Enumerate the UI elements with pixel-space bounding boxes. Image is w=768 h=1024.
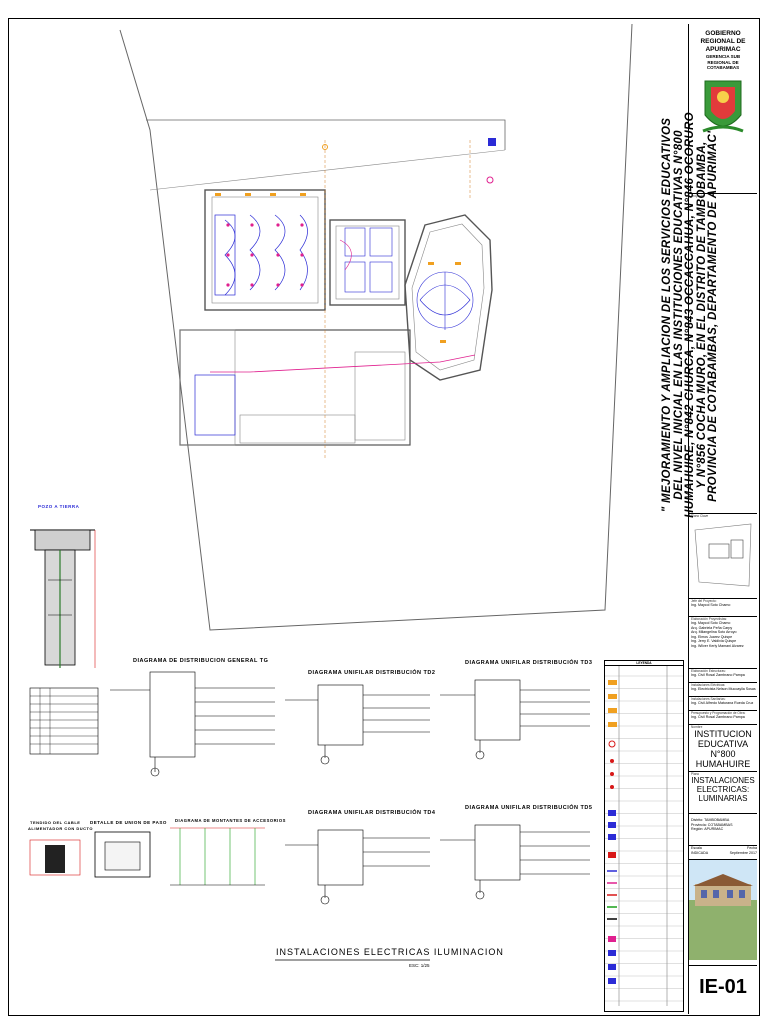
provincia-value: COTABAMBAS: [707, 822, 733, 827]
detalle-label: DETALLE DE UNION DE PASO: [90, 820, 167, 825]
plan-name: INSTALACIONES ELECTRICAS: LUMINARIAS: [691, 776, 755, 803]
tendido-label-1: TENDIDO DEL CABLE: [30, 820, 81, 825]
detail-union-paso: [94, 831, 151, 878]
presupuesto-label: Presupuesto y Programación de Obra:: [691, 711, 746, 715]
estructuras-box: Elaboración Estructuras: Ing. Civil Rosa…: [689, 669, 757, 683]
project-label: Proyecto: [691, 194, 704, 198]
diag-td5-label: DIAGRAMA UNIFILAR DISTRIBUCIÓN TD5: [465, 805, 593, 811]
proyectista-4: Ing. Elmos Juarez Quispe: [691, 634, 733, 639]
sub-line-2: REGIONAL DE: [707, 59, 739, 65]
electricas-label: Instalaciones Eléctricas:: [691, 683, 726, 687]
distrito-value: TAMBOBAMBA: [704, 818, 730, 822]
jefe-label: Jefe del Proyecto:: [691, 599, 717, 603]
diag-td2-label: DIAGRAMA UNIFILAR DISTRIBUCIÓN TD2: [308, 670, 436, 676]
pozo-tierra-detail: [30, 529, 96, 668]
spec-table: [29, 687, 99, 755]
tendido-label-2: ALIMENTADOR CON DUCTO: [28, 826, 94, 831]
drawing-sheet: [8, 18, 760, 1016]
sanitarias-label: Instalaciones Sanitarias:: [691, 697, 726, 701]
date-label: Fecha: [747, 846, 757, 850]
org-box: GOBIERNO REGIONAL DE APURIMAC GERENCIA S…: [689, 24, 757, 194]
building-rendering-image: [689, 860, 757, 960]
key-plan-box: Plano Clave: [689, 514, 757, 599]
date-value: Septiembre 2017: [729, 850, 757, 855]
scale-label: Escala: [691, 846, 702, 850]
rendering-box: [689, 860, 757, 966]
provincia-label: Provincia:: [691, 822, 707, 827]
diagram-td3: [440, 679, 590, 760]
diag-general-label: DIAGRAMA DE DISTRIBUCION GENERAL TG: [133, 658, 269, 664]
plan-label: Plano: [691, 772, 700, 776]
scale-value: INDICADA: [691, 850, 709, 855]
electricas-box: Instalaciones Eléctricas: Ing. Electrici…: [689, 683, 757, 697]
proyectista-6: Ing. Wilver Kerly Mamani Alvarez: [691, 643, 744, 648]
org-line-2: REGIONAL DE: [700, 38, 746, 45]
diagram-td5: [440, 824, 590, 900]
diag-td3-label: DIAGRAMA UNIFILAR DISTRIBUCIÓN TD3: [465, 660, 593, 666]
region-value: APURIMAC: [704, 827, 724, 832]
jefe-box: Jefe del Proyecto: Ing. Maycol Soto Cham…: [689, 599, 757, 617]
proyectista-2: Arq. Gabriela Peña Carpy: [691, 625, 733, 630]
location-row-region: Región: APURIMAC: [689, 827, 757, 832]
legend-title: LEYENDA: [605, 661, 683, 666]
sanitarias-name: Ing. Civil Alfredo Maturana Rueda Cruz: [691, 701, 754, 705]
distrito-label: Distrito:: [691, 818, 704, 822]
diagram-general-tg: [110, 671, 275, 777]
building-block-1: [204, 189, 326, 311]
org-line-1: GOBIERNO: [705, 30, 741, 37]
proyectista-1: Ing. Maycol Soto Chamo: [691, 621, 731, 625]
pozo-label: POZO A TIERRA: [38, 504, 80, 509]
estructuras-name: Ing. Civil Rosal Zambrano Pampa: [691, 673, 745, 677]
diagram-td2: [285, 684, 430, 765]
building-octagon: [404, 214, 493, 381]
org-line-3: APURIMAC: [705, 46, 741, 53]
sheet-code: IE-01: [699, 976, 747, 998]
key-plan-thumbnail: [694, 523, 752, 587]
project-box: Proyecto: [689, 194, 757, 514]
detail-montantes: [170, 827, 265, 886]
location-row-provincia: Provincia: COTABAMBAS: [689, 823, 757, 828]
proyectista-5: Ing. Jerry E. Valdivia Quispe: [691, 639, 737, 644]
proyectista-3: Arq. Milangelina Soto Arroyo: [691, 630, 737, 635]
proyectistas-label: Elaboración Proyectistas:: [691, 617, 727, 621]
region-label: Región:: [691, 827, 704, 832]
presupuesto-name: Ing. Civil Rosal Zambrano Pampa: [691, 715, 745, 719]
building-block-3: [179, 329, 411, 446]
presupuesto-box: Presupuesto y Programación de Obra: Ing.…: [689, 711, 757, 725]
diagram-td4: [285, 829, 430, 905]
plan-box: Plano INSTALACIONES ELECTRICAS: LUMINARI…: [689, 772, 757, 814]
legend-table: LEYENDA: [604, 660, 684, 1012]
sub-line-3: COTABAMBAS: [706, 65, 740, 70]
montantes-label: DIAGRAMA DE MONTANTES DE ACCESORIOS: [175, 818, 286, 823]
location-row-distrito: Distrito: TAMBOBAMBA: [689, 818, 757, 823]
electricas-name: Ing. Electricista Nelson Mucoaylla Sosas: [691, 687, 756, 691]
diag-td4-label: DIAGRAMA UNIFILAR DISTRIBUCIÓN TD4: [308, 810, 436, 816]
institution-label: Nombre: [691, 725, 703, 729]
sheet-label: INSTALACIONES ELECTRICAS ILUMINACION: [276, 947, 504, 957]
key-plan-label: Plano Clave: [691, 514, 709, 518]
regional-coat-of-arms-icon: [702, 80, 744, 132]
proyectistas-box: Elaboración Proyectistas: Ing. Maycol So…: [689, 617, 757, 669]
institution-name: INSTITUCION EDUCATIVA N°800 HUMAHUIRE: [694, 729, 752, 769]
sub-line-1: GERENCIA SUB: [705, 54, 741, 59]
estructuras-label: Elaboración Estructuras:: [691, 669, 726, 673]
detail-tendido: [29, 839, 81, 876]
building-block-2: [329, 219, 406, 306]
location-box: Distrito: TAMBOBAMBA Provincia: COTABAMB…: [689, 814, 757, 846]
sheet-code-box: IE-01: [689, 966, 757, 1014]
institution-box: Nombre INSTITUCION EDUCATIVA N°800 HUMAH…: [689, 725, 757, 772]
legend-rows: [605, 666, 683, 1006]
jefe-name: Ing. Maycol Soto Chamo: [691, 603, 731, 607]
title-block: GOBIERNO REGIONAL DE APURIMAC GERENCIA S…: [688, 24, 757, 1014]
sanitarias-box: Instalaciones Sanitarias: Ing. Civil Alf…: [689, 697, 757, 711]
scale-date-box: Escala Fecha INDICADA Septiembre 2017: [689, 846, 757, 860]
sheet-scale: ESC: 1/25: [409, 963, 430, 968]
